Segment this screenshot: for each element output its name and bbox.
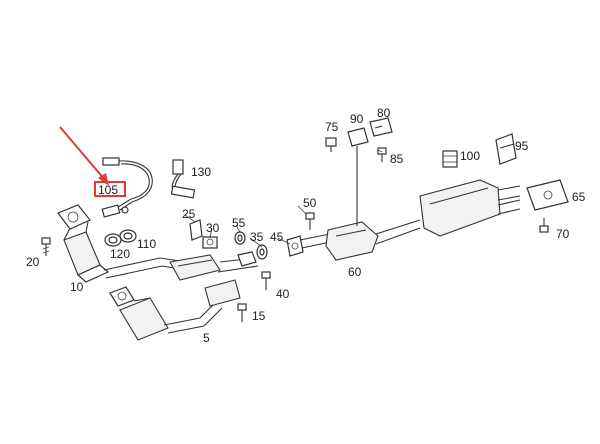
callout-110: 110	[137, 237, 156, 251]
callout-85: 85	[390, 152, 404, 166]
callout-75: 75	[325, 120, 339, 134]
bracket-25	[189, 219, 203, 241]
bolt-40	[261, 271, 271, 290]
bolt-15	[237, 303, 247, 322]
bolt-85	[377, 147, 387, 162]
callout-65: 65	[572, 190, 586, 204]
callout-70: 70	[556, 227, 570, 241]
callout-30: 30	[206, 221, 220, 235]
oxygen-sensor-105	[101, 157, 153, 218]
hanger-95	[495, 133, 517, 165]
leader-lines	[184, 149, 383, 248]
part-120	[104, 233, 122, 247]
callout-130: 130	[191, 165, 211, 179]
callout-20: 20	[26, 255, 40, 269]
rear-catalyst-5	[109, 279, 241, 341]
gasket-45	[286, 235, 304, 257]
callout-100: 100	[460, 149, 480, 163]
part-110	[119, 229, 137, 243]
bolt-20	[41, 237, 51, 256]
hanger-90	[347, 127, 369, 226]
callout-95: 95	[515, 139, 529, 153]
callout-5: 5	[203, 331, 210, 345]
highlight-annotation	[59, 126, 126, 197]
middle-catalyst	[169, 251, 259, 281]
bolt-75	[325, 137, 337, 152]
rear-muffler	[419, 179, 521, 237]
highlight-arrow	[59, 126, 106, 181]
callout-45: 45	[270, 230, 284, 244]
callout-105: 105	[98, 183, 118, 197]
callout-55: 55	[232, 216, 246, 230]
callout-80: 80	[377, 106, 391, 120]
clamp-35	[256, 244, 268, 260]
callout-60: 60	[348, 265, 362, 279]
gasket-55	[234, 231, 246, 245]
callout-50: 50	[303, 196, 317, 210]
center-resonator-60	[299, 219, 421, 261]
rubber-mount-100	[442, 150, 458, 168]
callout-120: 120	[110, 247, 130, 261]
rubber-mount-30	[202, 236, 218, 249]
highlight-box	[94, 181, 126, 197]
callout-35: 35	[250, 230, 264, 244]
callout-10: 10	[70, 280, 84, 294]
callout-25: 25	[182, 207, 196, 221]
bolt-50	[305, 212, 315, 230]
callout-90: 90	[350, 112, 364, 126]
bracket-65	[526, 179, 569, 211]
callout-15: 15	[252, 309, 266, 323]
callout-labels: 5 10 15 20 25 30 35 40 45 50 55 60 65 70…	[26, 106, 586, 345]
front-catalyst-10	[57, 204, 110, 283]
bracket-80	[369, 117, 393, 137]
oxygen-sensor-130	[170, 159, 196, 199]
bolt-70	[539, 218, 549, 233]
callout-40: 40	[276, 287, 290, 301]
